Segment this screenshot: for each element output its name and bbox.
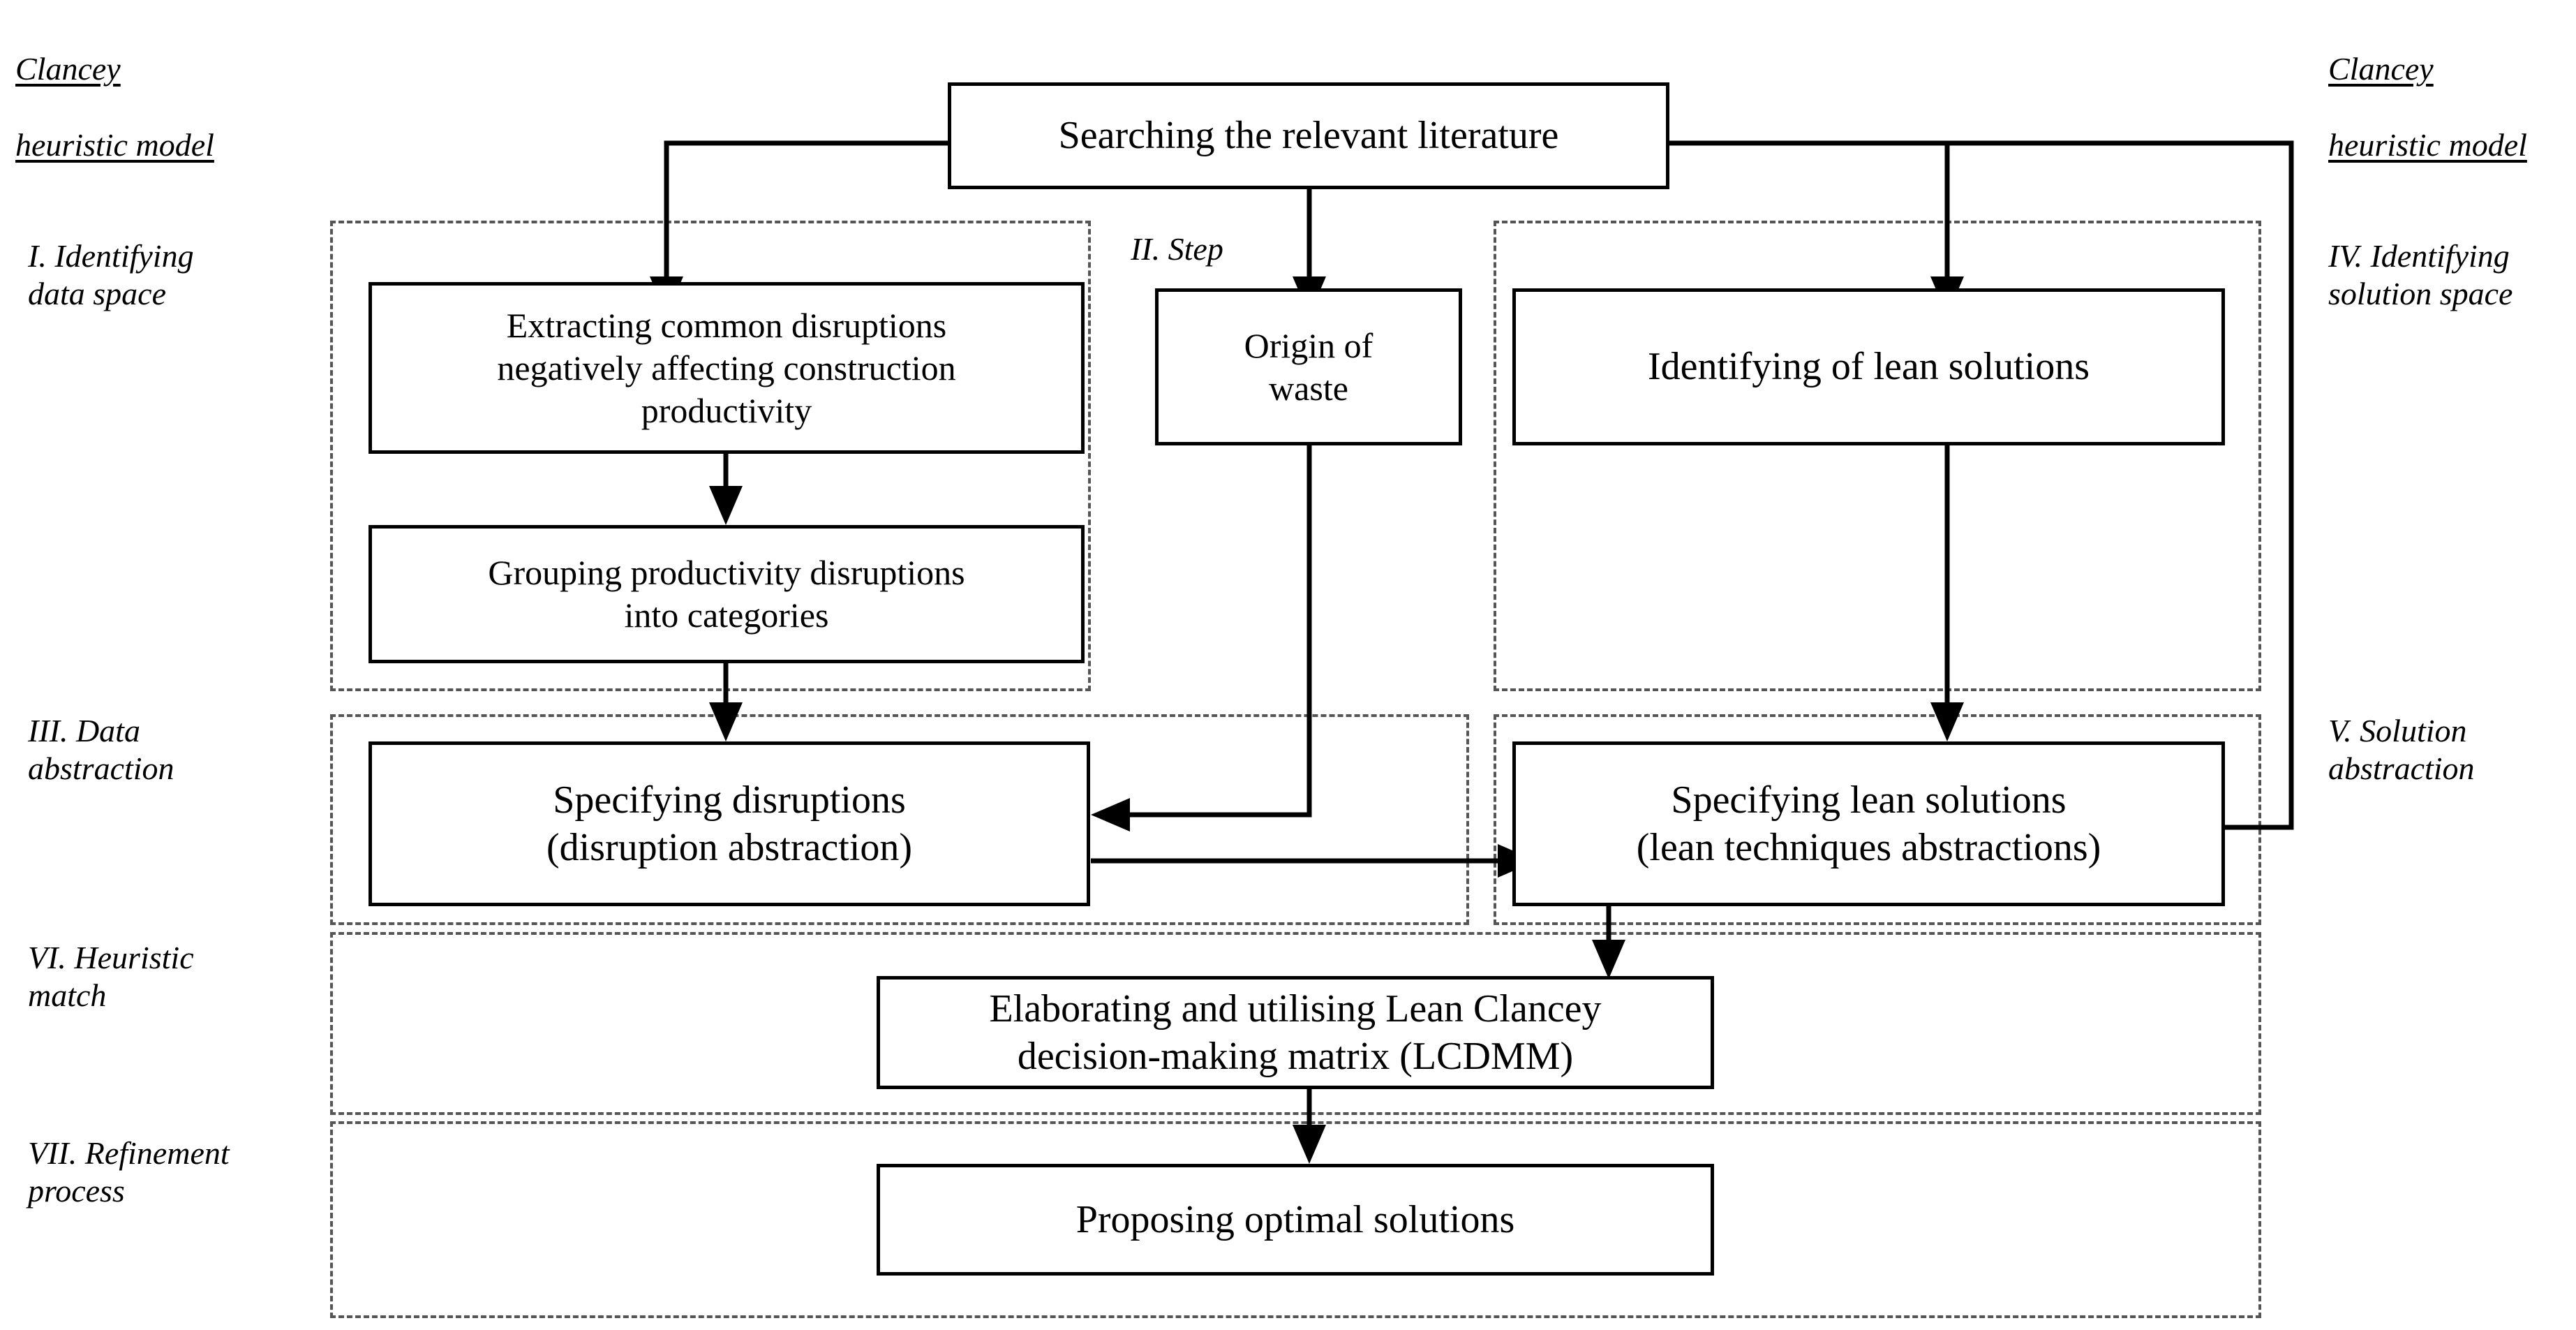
node-specifying-lean-solutions[interactable]: Specifying lean solutions (lean techniqu… — [1512, 741, 2225, 906]
zone-heuristic-match — [330, 932, 2261, 1115]
title-left-line2: heuristic model — [15, 126, 214, 163]
stage-label-VI: VI. Heuristic match — [28, 940, 194, 1014]
stage-label-II: II. Step — [1131, 231, 1223, 267]
title-left-line1: Clancey — [15, 51, 121, 87]
node-lcdmm[interactable]: Elaborating and utilising Lean Clancey d… — [877, 976, 1714, 1089]
zone-refinement-process — [330, 1121, 2261, 1318]
node-identifying-lean-solutions[interactable]: Identifying of lean solutions — [1512, 288, 2225, 445]
node-extracting-disruptions[interactable]: Extracting common disruptions negatively… — [368, 282, 1085, 454]
stage-label-VII: VII. Refinement process — [28, 1135, 230, 1209]
title-right-line1: Clancey — [2328, 51, 2434, 87]
stage-label-V: V. Solution abstraction — [2328, 713, 2475, 787]
title-right: Clancey heuristic model — [2328, 13, 2527, 164]
stage-label-IV: IV. Identifying solution space — [2328, 238, 2513, 312]
node-specifying-disruptions[interactable]: Specifying disruptions (disruption abstr… — [368, 741, 1090, 906]
title-left: Clancey heuristic model — [15, 13, 214, 164]
node-origin-of-waste[interactable]: Origin of waste — [1155, 288, 1462, 445]
node-proposing-solutions[interactable]: Proposing optimal solutions — [877, 1164, 1714, 1276]
zone-data-abstraction — [330, 714, 1469, 925]
stage-label-I: I. Identifying data space — [28, 238, 194, 312]
stage-label-III: III. Data abstraction — [28, 713, 174, 787]
node-searching-literature[interactable]: Searching the relevant literature — [948, 82, 1669, 189]
node-grouping-disruptions[interactable]: Grouping productivity disruptions into c… — [368, 525, 1085, 663]
title-right-line2: heuristic model — [2328, 126, 2527, 163]
